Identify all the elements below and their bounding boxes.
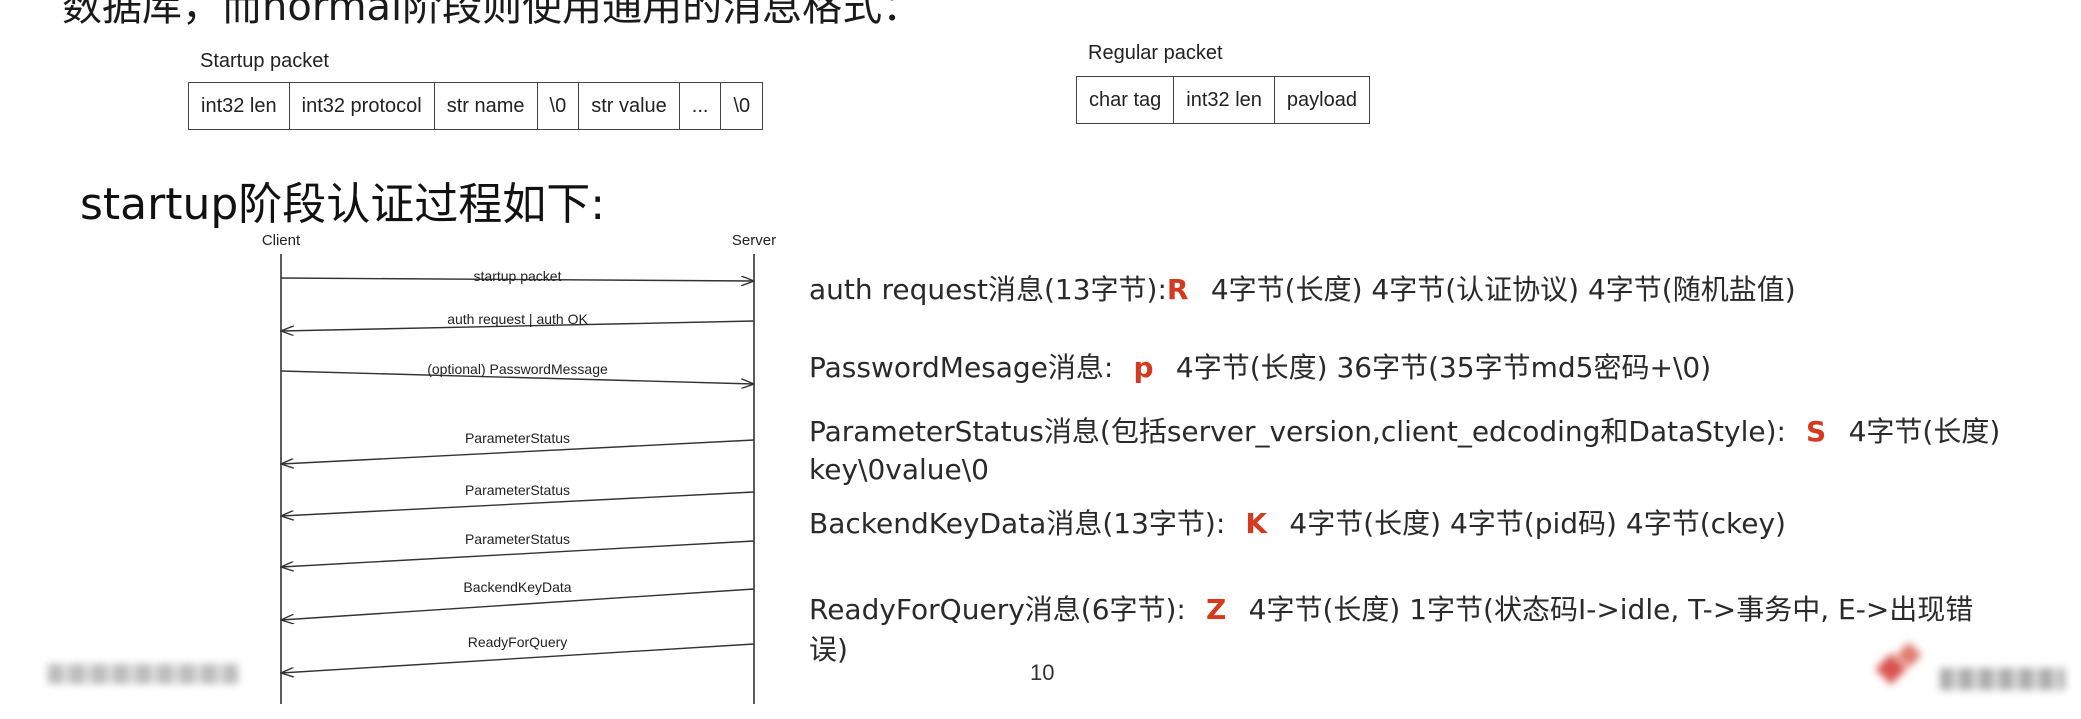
message-code: S xyxy=(1806,415,1827,448)
top-cut-text: 数据库，而normal阶段则使用通用的消息格式： xyxy=(62,0,923,30)
message-code: p xyxy=(1133,351,1154,384)
message-line: PasswordMesage消息: p 4字节(长度) 36字节(35字节md5密… xyxy=(809,348,1711,388)
message-code: K xyxy=(1245,507,1268,540)
arrow-label: auth request | auth OK xyxy=(447,311,588,327)
message-suffix: 4字节(长度) xyxy=(1848,415,2001,448)
message-line-2: key\0value\0 xyxy=(809,453,989,486)
startup-field: \0 xyxy=(536,82,580,130)
message-arrow xyxy=(281,643,755,673)
message-code: Z xyxy=(1205,593,1227,626)
page-number: 10 xyxy=(1030,660,1055,685)
section-heading: startup阶段认证过程如下: xyxy=(80,179,606,230)
arrow-label: BackendKeyData xyxy=(463,579,571,595)
message-suffix: 4字节(长度) 4字节(pid码) 4字节(ckey) xyxy=(1289,507,1786,540)
arrow-label: ParameterStatus xyxy=(465,482,570,498)
startup-field: \0 xyxy=(720,82,764,130)
message-suffix: 4字节(长度) 4字节(认证协议) 4字节(随机盐值) xyxy=(1210,273,1796,306)
message-line: auth request消息(13字节):R 4字节(长度) 4字节(认证协议) … xyxy=(809,270,1796,310)
arrow-label: ParameterStatus xyxy=(465,531,570,547)
message-line-2: 误) xyxy=(809,633,848,666)
startup-packet-title: Startup packet xyxy=(200,50,329,72)
message-prefix: ReadyForQuery消息(6字节): xyxy=(809,593,1195,626)
startup-field: ... xyxy=(678,82,722,130)
message-prefix: BackendKeyData消息(13字节): xyxy=(809,507,1235,540)
watermark-right xyxy=(1940,668,2065,690)
watermark-left xyxy=(48,664,238,684)
startup-field: int32 protocol xyxy=(288,82,435,130)
arrow-label: ReadyForQuery xyxy=(468,634,568,650)
arrow-label: ParameterStatus xyxy=(465,430,570,446)
message-prefix: PasswordMesage消息: xyxy=(809,351,1123,384)
message-arrow xyxy=(281,588,755,620)
sequence-diagram: Client Server startup packet auth request… xyxy=(262,232,776,704)
regular-field: payload xyxy=(1273,76,1370,124)
message-suffix: 4字节(长度) 1字节(状态码I->idle, T->事务中, E->出现错 xyxy=(1248,593,1974,626)
message-prefix: auth request消息(13字节): xyxy=(809,273,1167,306)
arrow-label: startup packet xyxy=(474,268,562,284)
message-suffix: 4字节(长度) 36字节(35字节md5密码+\0) xyxy=(1175,351,1712,384)
regular-field: int32 len xyxy=(1173,76,1275,124)
arrow-label: (optional) PasswordMessage xyxy=(427,361,608,377)
message-prefix: ParameterStatus消息(包括server_version,clien… xyxy=(809,415,1795,448)
message-arrow xyxy=(281,320,755,331)
message-arrow xyxy=(281,439,755,464)
message-line: ParameterStatus消息(包括server_version,clien… xyxy=(809,412,2000,452)
message-code: R xyxy=(1166,273,1189,306)
startup-field: str value xyxy=(578,82,680,130)
regular-packet-table: char tag int32 len payload xyxy=(1075,76,1370,124)
message-line: ReadyForQuery消息(6字节): Z 4字节(长度) 1字节(状态码I-… xyxy=(809,590,1973,630)
message-arrow xyxy=(280,278,754,281)
regular-field: char tag xyxy=(1075,76,1175,124)
startup-packet-table: int32 len int32 protocol str name \0 str… xyxy=(188,82,764,130)
startup-field: int32 len xyxy=(188,82,290,130)
regular-packet-title: Regular packet xyxy=(1088,42,1223,64)
message-arrow xyxy=(280,370,754,384)
startup-field: str name xyxy=(433,82,538,130)
client-label: Client xyxy=(262,232,301,249)
message-arrow xyxy=(281,540,755,567)
message-arrow xyxy=(281,491,755,516)
server-label: Server xyxy=(732,232,776,249)
message-line: BackendKeyData消息(13字节): K 4字节(长度) 4字节(pid… xyxy=(809,504,1786,544)
logo-mark xyxy=(1872,640,1932,690)
